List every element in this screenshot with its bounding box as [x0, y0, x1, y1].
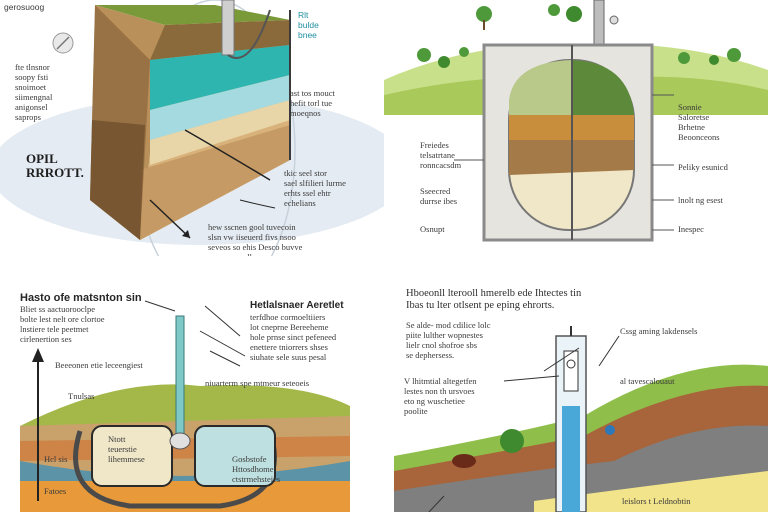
label-right-c: lnolt ng esest [678, 195, 723, 205]
label-teal-right: Rlt bulde bnee [298, 10, 319, 40]
label-bottom-caption: hew sscnen gool tuvecoin slsn vw iiseuer… [208, 222, 303, 256]
label-left-a: Bliet ss aactuorooclpe bolte lest nelt o… [20, 304, 105, 344]
label-left-c: Osnupt [420, 224, 445, 234]
label-top-left-corner: gerosuoog [4, 2, 45, 12]
label-mid: V lhitmtial altegetfen lestes non th urs… [404, 376, 477, 416]
cutaway-block-illustration [0, 0, 384, 256]
label-right-b: al tavescalouaut [620, 376, 675, 386]
panel-title-top-left: OPIL RRROTT. [26, 151, 84, 180]
label-left-b: Sseecred durrse ibes [420, 186, 458, 206]
label-left-list: fte tlnsnor soopy fsti snoimoet siimengn… [15, 62, 53, 122]
label-left-b: Hcl sis [44, 454, 68, 464]
panel-top-right: Freiedes telsatrtane ronncacsdm Sonnie S… [384, 0, 768, 256]
label-bottom: leislors t Leldnobtin [622, 496, 691, 506]
label-right-a: terfdhoe cormoeltiiers lot cneprne Beree… [250, 312, 337, 362]
label-ground: Tnulsas [68, 391, 95, 401]
label-mid: Beeeonen etie leceengiest [55, 360, 143, 370]
label-mid-a: ast tos mouct hefit torl tue moeqnos [290, 88, 335, 118]
panel-title-bottom-left: Hasto ofe matsnton sin [20, 292, 142, 304]
panel-bottom-left: Hasto ofe matsnton sin Bliet ss aactuoro… [0, 256, 384, 512]
label-left-a: Freiedes telsatrtane ronncacsdm [420, 140, 462, 170]
label-left-a: Se alde- mod cdilice lolc piite lulther … [406, 320, 491, 360]
label-right-d: Inespec [678, 224, 704, 234]
label-right-b: Peliky esunicd [678, 162, 728, 172]
label-right-a: Sonnie Saloretse Brhetne Beoonceons [678, 102, 720, 142]
label-mid-b: tkic seel stor sael slfilieri lurme erht… [284, 168, 346, 208]
hillside-well-illustration [394, 326, 768, 512]
label-box: Ntott teuerstie lihemmese [108, 434, 145, 464]
panel-title-bottom-right: Hboeonll lterooll hmerelb ede Ihtectes t… [406, 288, 582, 311]
label-right-heading: Hetlalsnaer Aeretlet [250, 300, 344, 311]
label-right-a: Cssg aming lakdensels [620, 326, 698, 336]
aquifer-crosssection-illustration [20, 300, 350, 512]
label-left-c: Fatoes [44, 486, 67, 496]
panel-bottom-right: Hboeonll lterooll hmerelb ede Ihtectes t… [384, 256, 768, 512]
well-crosssection-illustration [384, 0, 768, 242]
label-right-b: niuarterm spe mtmeur seteoeis [205, 378, 310, 388]
label-right-c: Gosbstofe Httosdhome ctstrmehsteies [232, 454, 281, 484]
panel-top-left: gerosuoog Rlt bulde bnee fte tlnsnor soo… [0, 0, 384, 256]
